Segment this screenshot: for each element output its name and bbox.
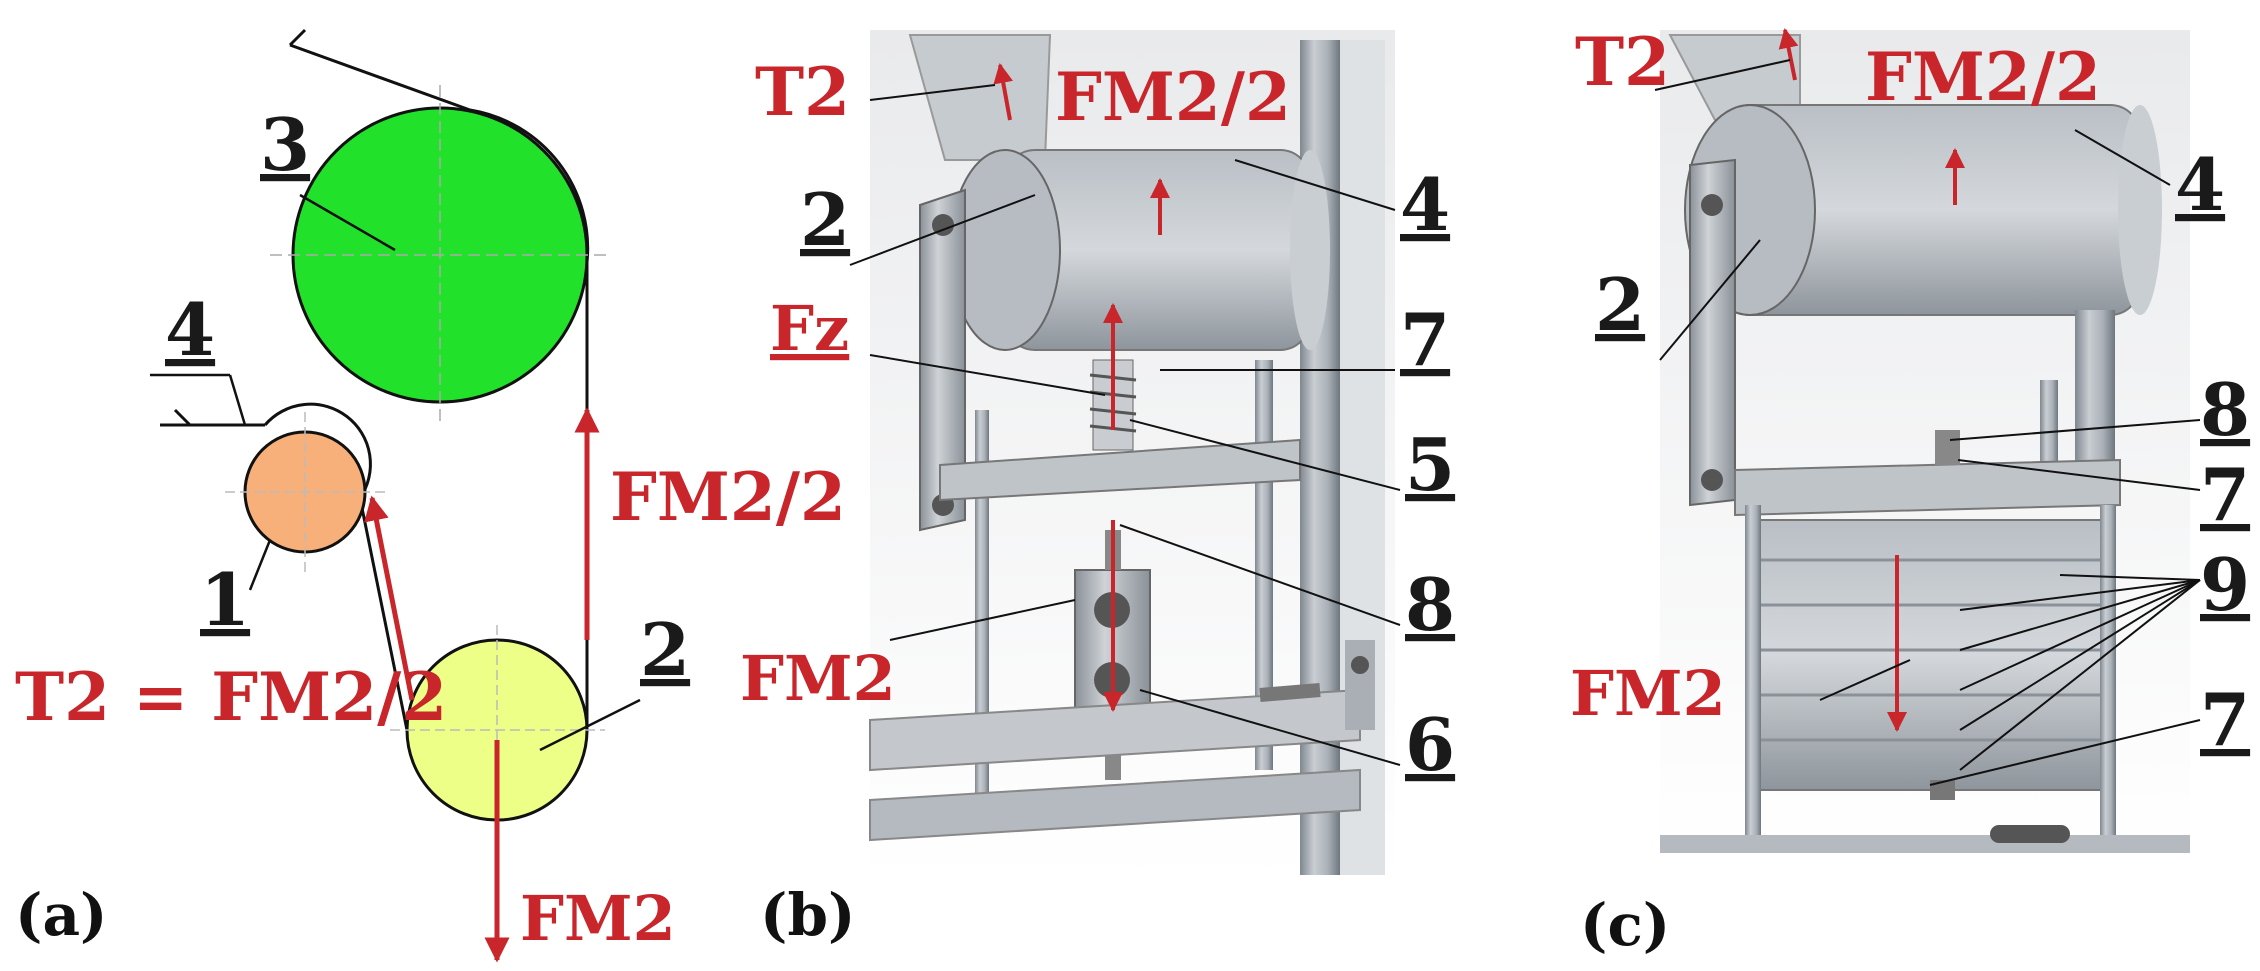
weight-stack <box>1759 519 2106 800</box>
drum <box>949 149 1330 351</box>
label-num-4-b: 4 <box>1400 162 1450 247</box>
label-num-4-c: 4 <box>2175 142 2225 227</box>
force-arrow-tension <box>364 495 415 701</box>
label-num-8-c: 8 <box>2200 367 2250 452</box>
base-frame <box>869 688 1361 772</box>
label-fm2half-c: FM2/2 <box>1865 38 2101 116</box>
label-num-7a-c: 7 <box>2200 452 2250 537</box>
panel-label-b: (b) <box>760 881 855 949</box>
drum-c <box>1684 104 2162 316</box>
label-fz-b: Fz <box>770 292 849 365</box>
label-num-9-c: 9 <box>2200 542 2250 627</box>
label-roller-2: 2 <box>640 607 690 692</box>
panel-c: T2 FM2/2 FM2 2 4 8 7 9 7 (c) <box>1570 23 2250 959</box>
panel-b: T2 FM2/2 Fz FM2 2 4 7 5 8 6 (b) <box>740 30 1455 949</box>
label-num-2-c: 2 <box>1595 262 1645 347</box>
label-t2-c: T2 <box>1575 23 1670 101</box>
label-force-down: FM2 <box>520 882 676 955</box>
label-roller-1: 1 <box>200 557 250 642</box>
label-force-tension: T2 = FM2/2 <box>15 658 447 736</box>
label-force-right: FM2/2 <box>610 458 846 536</box>
label-num-8-b: 8 <box>1405 562 1455 647</box>
side-plate <box>919 188 966 532</box>
label-num-5-b: 5 <box>1405 422 1455 507</box>
label-fm2-b: FM2 <box>740 642 896 715</box>
label-t2-b: T2 <box>755 53 850 131</box>
label-fm2-c: FM2 <box>1570 657 1726 730</box>
panel-label-c: (c) <box>1580 891 1670 959</box>
label-num-7b-c: 7 <box>2200 677 2250 762</box>
crossbar-c <box>1734 458 2121 517</box>
crossbar <box>939 438 1301 502</box>
label-num-6-b: 6 <box>1405 702 1455 787</box>
panel-a: 3 4 1 2 T2 = FM2/2 FM2/2 FM2 (a) <box>15 28 846 963</box>
label-roller-4: 4 <box>165 287 215 372</box>
label-num-2-b: 2 <box>800 177 850 262</box>
label-num-7-b: 7 <box>1400 297 1450 382</box>
panel-label-a: (a) <box>15 881 107 949</box>
label-fm2half-b: FM2/2 <box>1055 58 1291 136</box>
label-roller-3: 3 <box>260 102 310 187</box>
